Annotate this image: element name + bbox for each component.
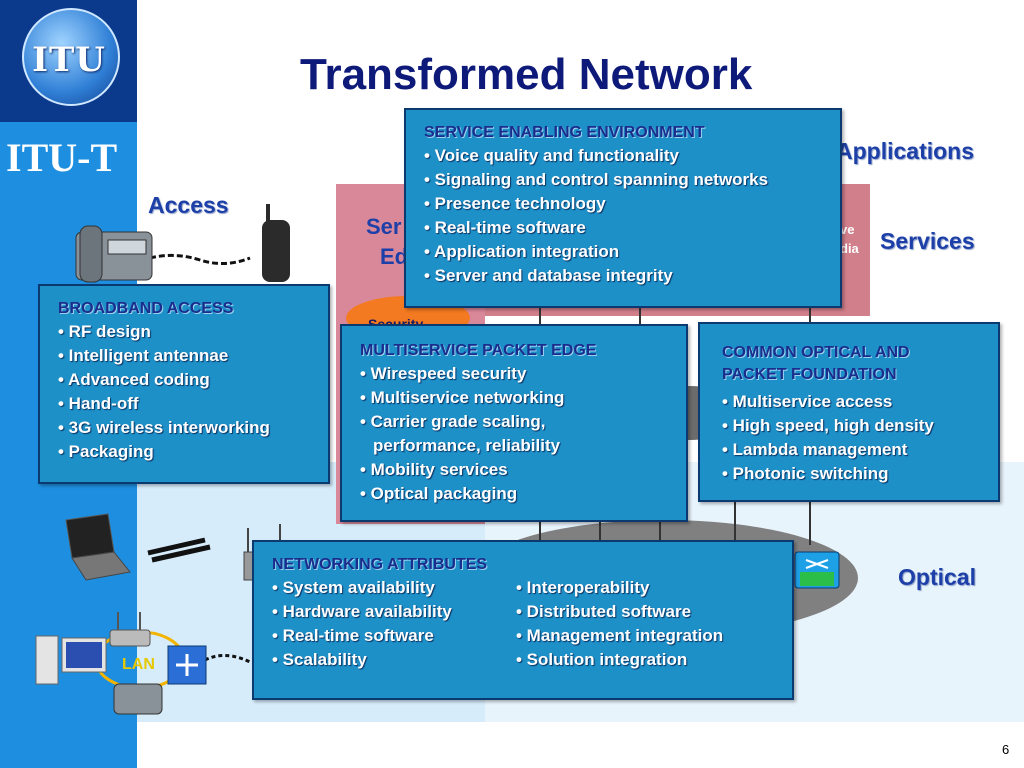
router-icon	[109, 612, 151, 647]
list-item-continuation: performance, reliability	[373, 436, 561, 455]
list-item: • System availability	[272, 578, 435, 597]
box-header-line1: COMMON OPTICAL AND	[722, 344, 910, 361]
attributes-left-column: • System availability • Hardware availab…	[272, 576, 516, 672]
layer-label-access: Access	[148, 192, 229, 218]
list-item: • 3G wireless interworking	[58, 418, 270, 437]
list-item: • Solution integration	[516, 650, 688, 669]
list-item: • Photonic switching	[722, 464, 889, 483]
multiservice-edge-box: MULTISERVICE PACKET EDGE • Wirespeed sec…	[340, 324, 688, 522]
box-header: NETWORKING ATTRIBUTES	[272, 556, 488, 573]
list-item: • Interoperability	[516, 578, 650, 597]
list-item: • RF design	[58, 322, 151, 341]
optical-foundation-box: COMMON OPTICAL AND PACKET FOUNDATION • M…	[698, 322, 1000, 502]
list-item: • Real-time software	[424, 218, 586, 237]
list-item: • Hardware availability	[272, 602, 452, 621]
list-item: • Optical packaging	[360, 484, 518, 503]
box-header: MULTISERVICE PACKET EDGE	[360, 342, 597, 359]
list-item: • Advanced coding	[58, 370, 210, 389]
list-item: • Scalability	[272, 650, 367, 669]
box-header: SERVICE ENABLING ENVIRONMENT	[424, 124, 705, 141]
list-item: • Wirespeed security	[360, 364, 527, 383]
networking-attributes-box: NETWORKING ATTRIBUTES • System availabil…	[252, 540, 794, 700]
services-fragment-1: ve	[840, 222, 855, 237]
list-item: • Lambda management	[722, 440, 908, 459]
list-item: • Packaging	[58, 442, 154, 461]
box-header: BROADBAND ACCESS	[58, 300, 234, 317]
services-fragment-2: dia	[840, 241, 859, 256]
list-item: • Management integration	[516, 626, 724, 645]
broadband-access-box: BROADBAND ACCESS • RF design • Intellige…	[38, 284, 330, 484]
service-edge-label-line1: Ser	[366, 214, 402, 239]
list-item: • Intelligent antennae	[58, 346, 229, 365]
service-enabling-box: SERVICE ENABLING ENVIRONMENT • Voice qua…	[404, 108, 842, 308]
lan-label: LAN	[122, 656, 155, 673]
itu-logo-text: ITU	[32, 40, 106, 80]
list-item: • Presence technology	[424, 194, 606, 213]
list-item: • Voice quality and functionality	[424, 146, 679, 165]
cordless-phone-icon	[262, 204, 290, 282]
list-item: • High speed, high density	[722, 416, 934, 435]
list-item: • Signaling and control spanning network…	[424, 170, 769, 189]
list-item: • Distributed software	[516, 602, 692, 621]
globe-icon	[22, 8, 120, 106]
list-item: • Real-time software	[272, 626, 434, 645]
box-header-line2: PACKET FOUNDATION	[722, 366, 897, 383]
office-phone-icon	[113, 683, 163, 715]
list-item: • Multiservice access	[722, 392, 893, 411]
attributes-columns: • System availability • Hardware availab…	[272, 576, 792, 672]
list-item: • Server and database integrity	[424, 266, 673, 285]
page-number: 6	[1002, 742, 1010, 757]
service-edge-label-line2: Ed	[380, 244, 409, 269]
optical-switch-icon	[794, 551, 840, 589]
list-item: • Carrier grade scaling,	[360, 412, 546, 431]
desk-phone-icon	[75, 225, 153, 283]
list-item: • Multiservice networking	[360, 388, 565, 407]
lan-switch-icon	[167, 645, 207, 685]
layer-label-applications: Applications	[836, 138, 975, 164]
itu-logo-panel: ITU	[0, 0, 137, 122]
desktop-computer-icon	[35, 635, 107, 685]
list-item: • Application integration	[424, 242, 620, 261]
laptop-icon	[65, 513, 131, 581]
lan-cable	[204, 654, 251, 664]
attributes-right-column: • Interoperability • Distributed softwar…	[516, 576, 723, 672]
page-title: Transformed Network	[300, 50, 753, 99]
list-item: • Hand-off	[58, 394, 139, 413]
list-item: • Mobility services	[360, 460, 508, 479]
layer-label-services: Services	[880, 228, 975, 254]
wireless-link-icon	[147, 537, 211, 563]
layer-label-optical: Optical	[898, 564, 976, 590]
org-label: ITU-T	[6, 135, 118, 180]
access-cable	[149, 253, 251, 265]
